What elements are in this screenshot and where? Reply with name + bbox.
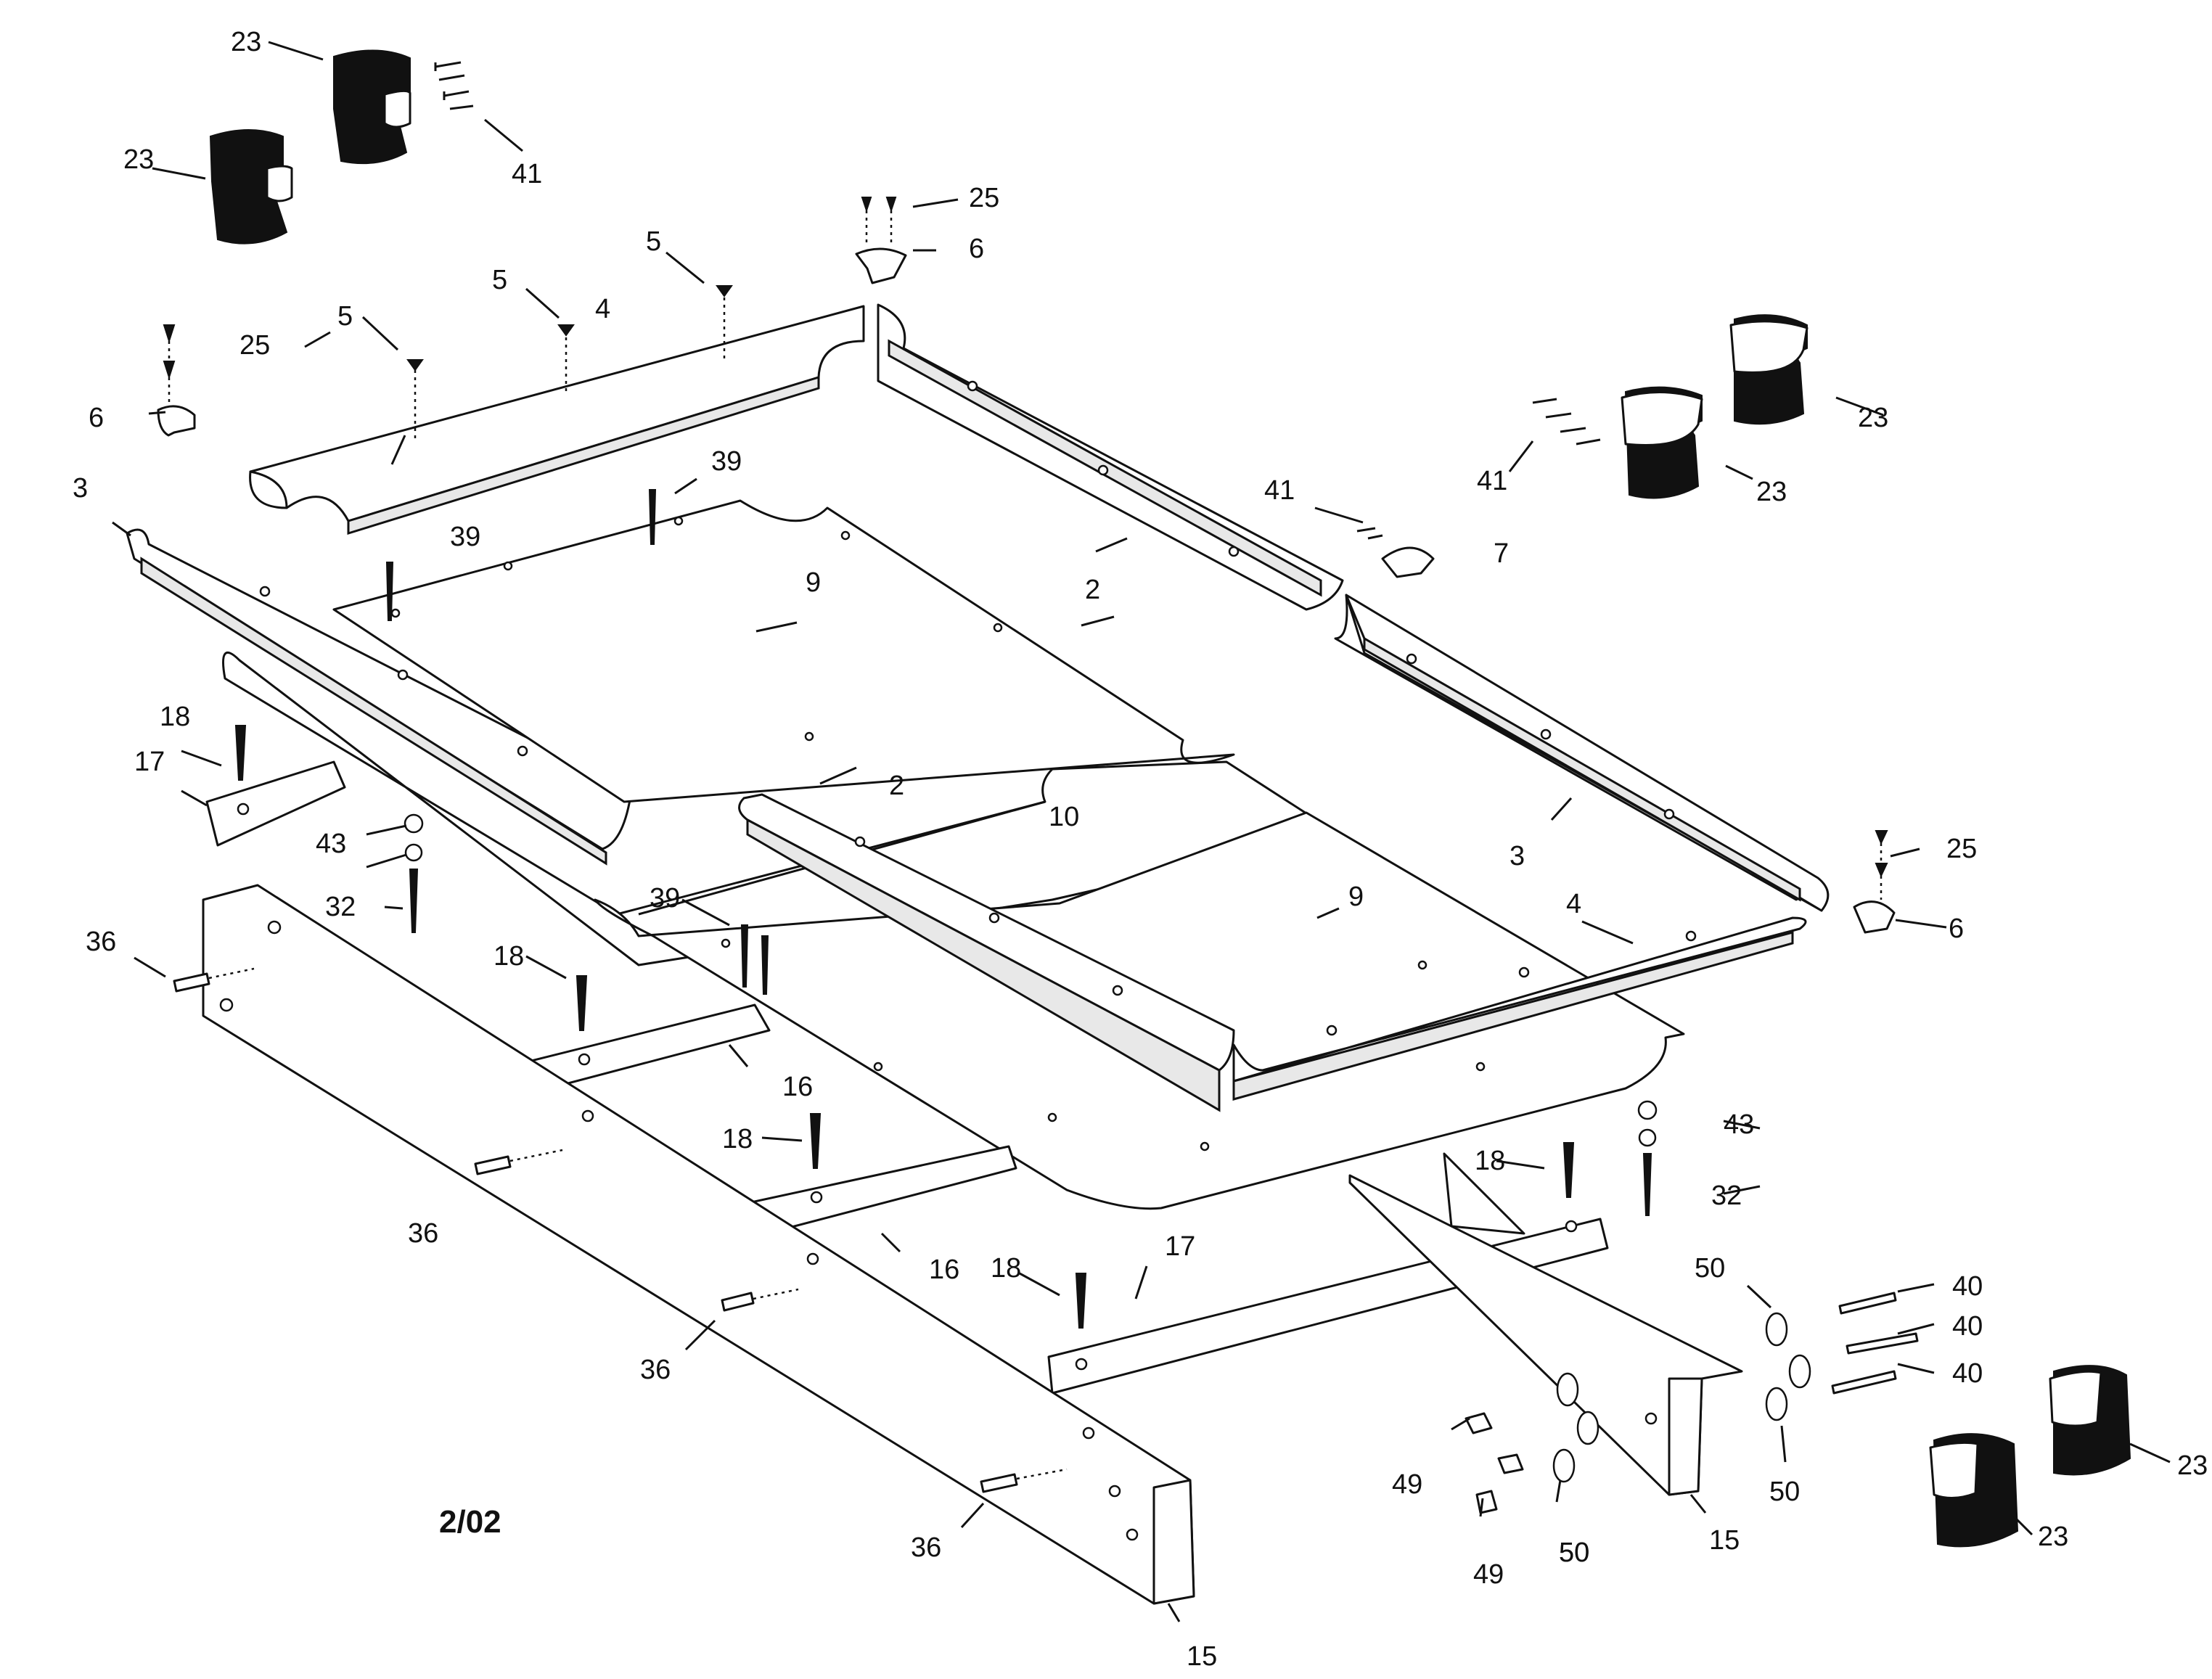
rail-front-right	[1232, 916, 1807, 1101]
label-18-lower: 18	[991, 1253, 1021, 1284]
label-40-middle: 40	[1952, 1311, 1983, 1342]
label-41-middle: 41	[1264, 475, 1295, 506]
label-6-center: 6	[969, 234, 984, 264]
pocket-top-right-rear	[1729, 314, 1808, 425]
label-18-right: 18	[1475, 1146, 1505, 1176]
bracket-part-7	[1381, 546, 1435, 578]
label-23-top-rear: 23	[231, 27, 261, 57]
pocket-bottom-right-rear	[2049, 1365, 2131, 1476]
label-40-top: 40	[1952, 1271, 1983, 1302]
label-17-right: 17	[1165, 1231, 1195, 1262]
label-23-top-front: 23	[123, 144, 154, 175]
label-25-top-center: 25	[969, 183, 999, 213]
label-41-right: 41	[1477, 466, 1507, 496]
staples-top-left	[434, 61, 474, 110]
label-15-left: 15	[1187, 1641, 1217, 1672]
label-6-right: 6	[1949, 914, 1964, 944]
dowels-36	[173, 967, 1068, 1493]
label-3-right-rail: 3	[1510, 841, 1525, 871]
label-6-left: 6	[89, 403, 104, 433]
pocket-top-left-front	[209, 129, 293, 245]
label-25-right: 25	[1946, 834, 1977, 864]
frame-beam-right	[1348, 1152, 1743, 1496]
label-32-left: 32	[325, 892, 356, 922]
label-5-middle: 5	[492, 265, 507, 295]
label-2-upper-rail: 2	[1085, 575, 1100, 605]
corner-cap-right	[1853, 900, 1896, 934]
label-39-center: 39	[650, 883, 680, 914]
label-18-upper: 18	[493, 941, 524, 972]
date-code: 2/02	[439, 1504, 501, 1540]
screws-top-center	[861, 197, 897, 247]
label-40-bottom: 40	[1952, 1358, 1983, 1389]
label-10-slate: 10	[1049, 802, 1079, 832]
label-39-upper: 39	[711, 446, 742, 477]
rail-right-lower	[1334, 594, 1830, 912]
pocket-top-right-front	[1621, 386, 1703, 499]
label-18-left: 18	[160, 702, 190, 732]
label-49-upper: 49	[1392, 1469, 1422, 1500]
label-36-middle: 36	[408, 1218, 438, 1249]
label-39-left: 39	[450, 522, 480, 552]
pocket-bottom-right-front	[1929, 1433, 2019, 1548]
label-4-front-rail: 4	[1566, 889, 1581, 919]
leader-arrows	[112, 41, 2171, 1622]
label-23-right-rear: 23	[1858, 403, 1888, 433]
label-49-lower: 49	[1473, 1559, 1504, 1590]
rail-rear	[249, 285, 865, 535]
corner-cap-left	[157, 405, 196, 437]
label-36-lower: 36	[640, 1355, 671, 1385]
label-32-right: 32	[1711, 1181, 1742, 1211]
screws-right	[1875, 830, 1888, 900]
staples-top-right	[1356, 398, 1601, 540]
label-2-center-rail: 2	[889, 771, 904, 801]
label-36-bottom: 36	[911, 1532, 941, 1563]
corner-cap-center	[855, 247, 907, 284]
label-4-rear-rail: 4	[595, 294, 610, 324]
label-50-upper: 50	[1695, 1253, 1725, 1284]
label-50-lower-left: 50	[1559, 1538, 1589, 1568]
label-50-lower-right: 50	[1769, 1477, 1800, 1507]
label-9-rear-slate: 9	[806, 567, 821, 598]
slate-rear	[332, 499, 1235, 803]
label-5-left: 5	[337, 301, 353, 332]
nuts-49	[1465, 1412, 1524, 1514]
carriage-bolts-40	[1831, 1292, 1919, 1395]
label-17-left: 17	[134, 747, 165, 777]
screws-top-left	[163, 324, 176, 406]
label-9-front-slate: 9	[1348, 882, 1364, 912]
washers	[404, 813, 1811, 1483]
label-43-right: 43	[1724, 1109, 1754, 1140]
crossmember-17-left	[205, 760, 346, 847]
label-18-center: 18	[722, 1124, 753, 1154]
label-43-left: 43	[316, 829, 346, 859]
label-16-lower: 16	[929, 1255, 959, 1285]
label-36-upper: 36	[86, 927, 116, 957]
rail-center	[738, 793, 1235, 1112]
bolts	[234, 489, 1652, 1329]
label-3-left-rail: 3	[73, 473, 88, 504]
rail-right-upper	[877, 303, 1344, 611]
label-7: 7	[1494, 538, 1509, 569]
label-23-bottom-rear: 23	[2177, 1450, 2208, 1481]
label-23-right-front: 23	[1756, 477, 1787, 507]
label-16-upper: 16	[782, 1072, 813, 1102]
pocket-top-left-rear	[333, 49, 411, 165]
label-23-bottom-front: 23	[2038, 1522, 2068, 1552]
label-15-right: 15	[1709, 1525, 1740, 1556]
label-5-right: 5	[646, 226, 661, 257]
label-41-top-left: 41	[512, 159, 542, 189]
label-50-bottom: 50	[1559, 1538, 1589, 1568]
frame-beam-left	[202, 884, 1195, 1605]
label-25-top-left: 25	[239, 330, 270, 361]
